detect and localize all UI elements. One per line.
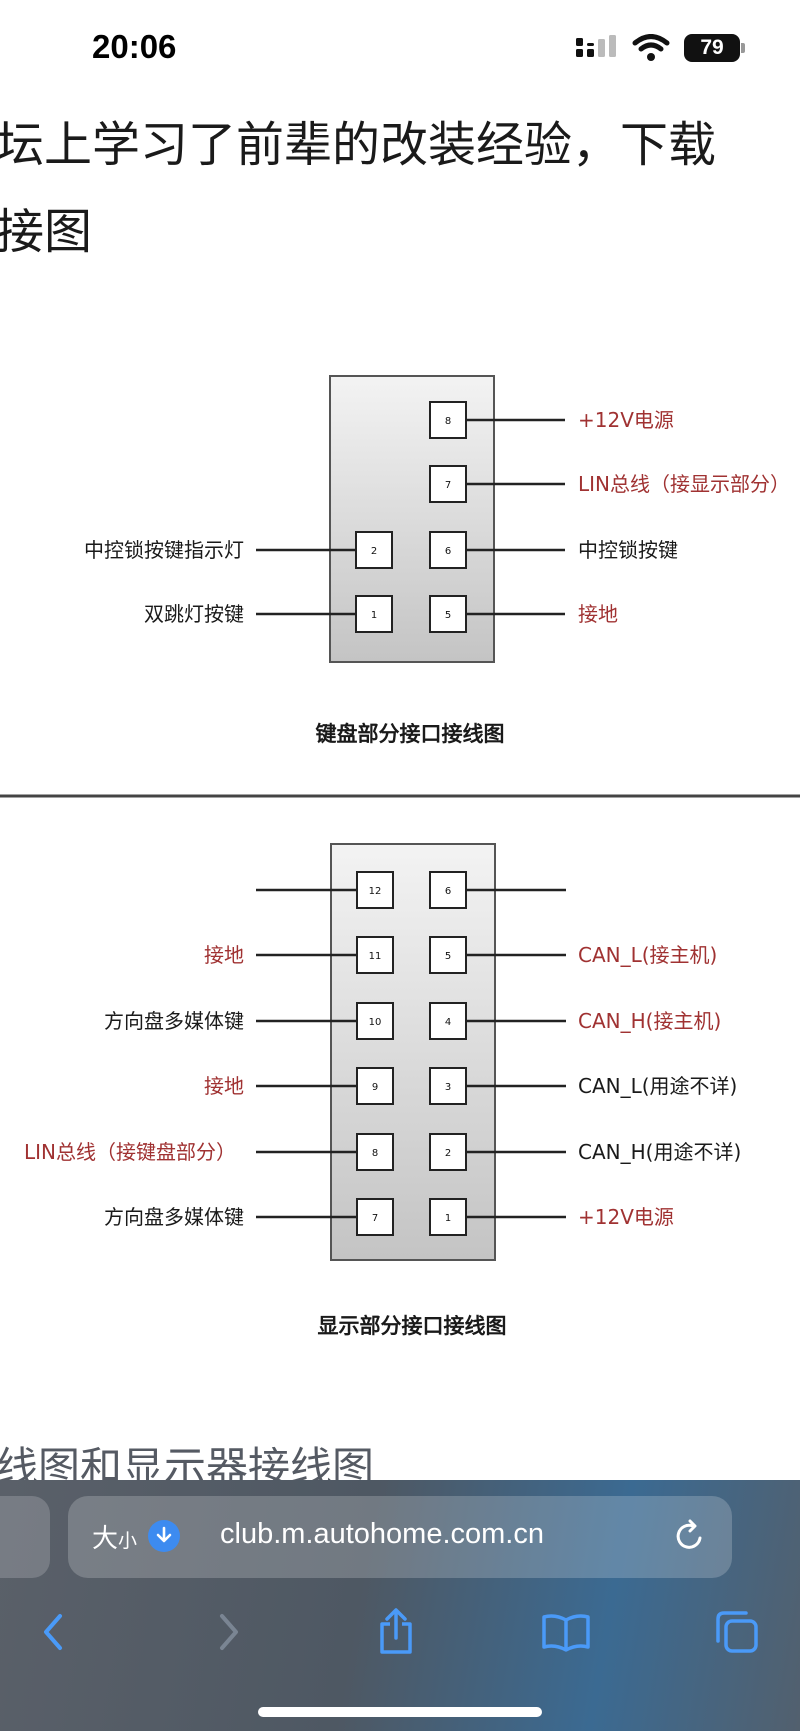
pin-number: 11 <box>369 951 382 962</box>
text-size-label-small: 小 <box>118 1530 138 1552</box>
pin-number: 12 <box>369 886 382 897</box>
wire-label: CAN_H(接主机) <box>578 1009 721 1033</box>
url-text[interactable]: club.m.autohome.com.cn <box>220 1518 544 1550</box>
wire-label: 方向盘多媒体键 <box>104 1009 244 1033</box>
bookmarks-button[interactable] <box>539 1605 593 1659</box>
wire-label: +12V电源 <box>578 1205 674 1229</box>
pin-number: 4 <box>445 1017 451 1028</box>
wire-label: CAN_L(接主机) <box>578 943 717 967</box>
back-icon <box>44 1614 62 1650</box>
cellular-signal-icon <box>576 35 616 57</box>
pin-number: 6 <box>445 546 451 557</box>
pin-number: 8 <box>445 416 451 427</box>
share-icon <box>380 1608 412 1654</box>
wire-label: 接地 <box>578 602 618 626</box>
pin-number: 2 <box>445 1148 451 1159</box>
pin-number: 7 <box>372 1213 378 1224</box>
status-time: 20:06 <box>92 28 177 65</box>
article-text-line: 坛上学习了前辈的改装经验，下载 <box>0 117 717 173</box>
pin-number: 1 <box>445 1213 451 1224</box>
display-connector <box>256 843 566 1261</box>
wire-label: 接地 <box>204 1074 244 1098</box>
keyboard-connector <box>256 375 565 663</box>
wifi-icon <box>632 34 670 61</box>
forward-button[interactable] <box>202 1605 256 1659</box>
wire-label: LIN总线（接显示部分） <box>578 472 790 496</box>
pin-number: 9 <box>372 1082 378 1093</box>
share-button[interactable] <box>369 1605 423 1659</box>
pin-number: 5 <box>445 610 451 621</box>
battery-indicator: 79 <box>684 34 745 62</box>
wire-label: 双跳灯按键 <box>144 602 244 626</box>
wire-label: 中控锁按键 <box>578 538 678 562</box>
pin-number: 7 <box>445 480 451 491</box>
wiring-diagram-image: 8 7 6 5 2 1 +12V电源 LIN总线（接显示部分） 中控锁按键 接地… <box>0 375 800 1338</box>
battery-level: 79 <box>700 36 724 59</box>
back-button[interactable] <box>26 1605 80 1659</box>
previous-tab-preview[interactable] <box>0 1496 50 1578</box>
home-indicator[interactable] <box>258 1707 542 1717</box>
wire-label: 接地 <box>204 943 244 967</box>
tabs-icon <box>716 1611 758 1653</box>
pin-number: 6 <box>445 886 451 897</box>
pin-number: 2 <box>371 546 377 557</box>
download-icon[interactable] <box>148 1520 180 1552</box>
reload-icon[interactable] <box>672 1518 708 1554</box>
pin-number: 3 <box>445 1082 451 1093</box>
browser-toolbar: 大小 club.m.autohome.com.cn <box>0 1480 800 1731</box>
forward-icon <box>220 1614 238 1650</box>
pin-number: 8 <box>372 1148 378 1159</box>
wire-label: CAN_H(用途不详) <box>578 1140 741 1164</box>
wire-label: CAN_L(用途不详) <box>578 1074 737 1098</box>
pin-number: 1 <box>371 610 377 621</box>
bookmarks-icon <box>542 1614 590 1652</box>
wire-label: 中控锁按键指示灯 <box>84 538 244 562</box>
text-size-label: 大 <box>92 1524 119 1554</box>
diagram-title: 显示部分接口接线图 <box>318 1314 507 1338</box>
wire-label: 方向盘多媒体键 <box>104 1205 244 1229</box>
pin-number: 5 <box>445 951 451 962</box>
tabs-button[interactable] <box>710 1605 764 1659</box>
pin-number: 10 <box>369 1017 382 1028</box>
text-size-button[interactable]: 大小 <box>92 1518 137 1555</box>
article-text-line: 接图 <box>0 204 93 260</box>
address-bar[interactable]: 大小 club.m.autohome.com.cn <box>68 1496 732 1578</box>
wire-label: LIN总线（接键盘部分） <box>24 1140 236 1164</box>
status-icons: 79 <box>574 30 745 66</box>
diagram-title: 键盘部分接口接线图 <box>316 722 505 746</box>
wire-label: +12V电源 <box>578 408 674 432</box>
